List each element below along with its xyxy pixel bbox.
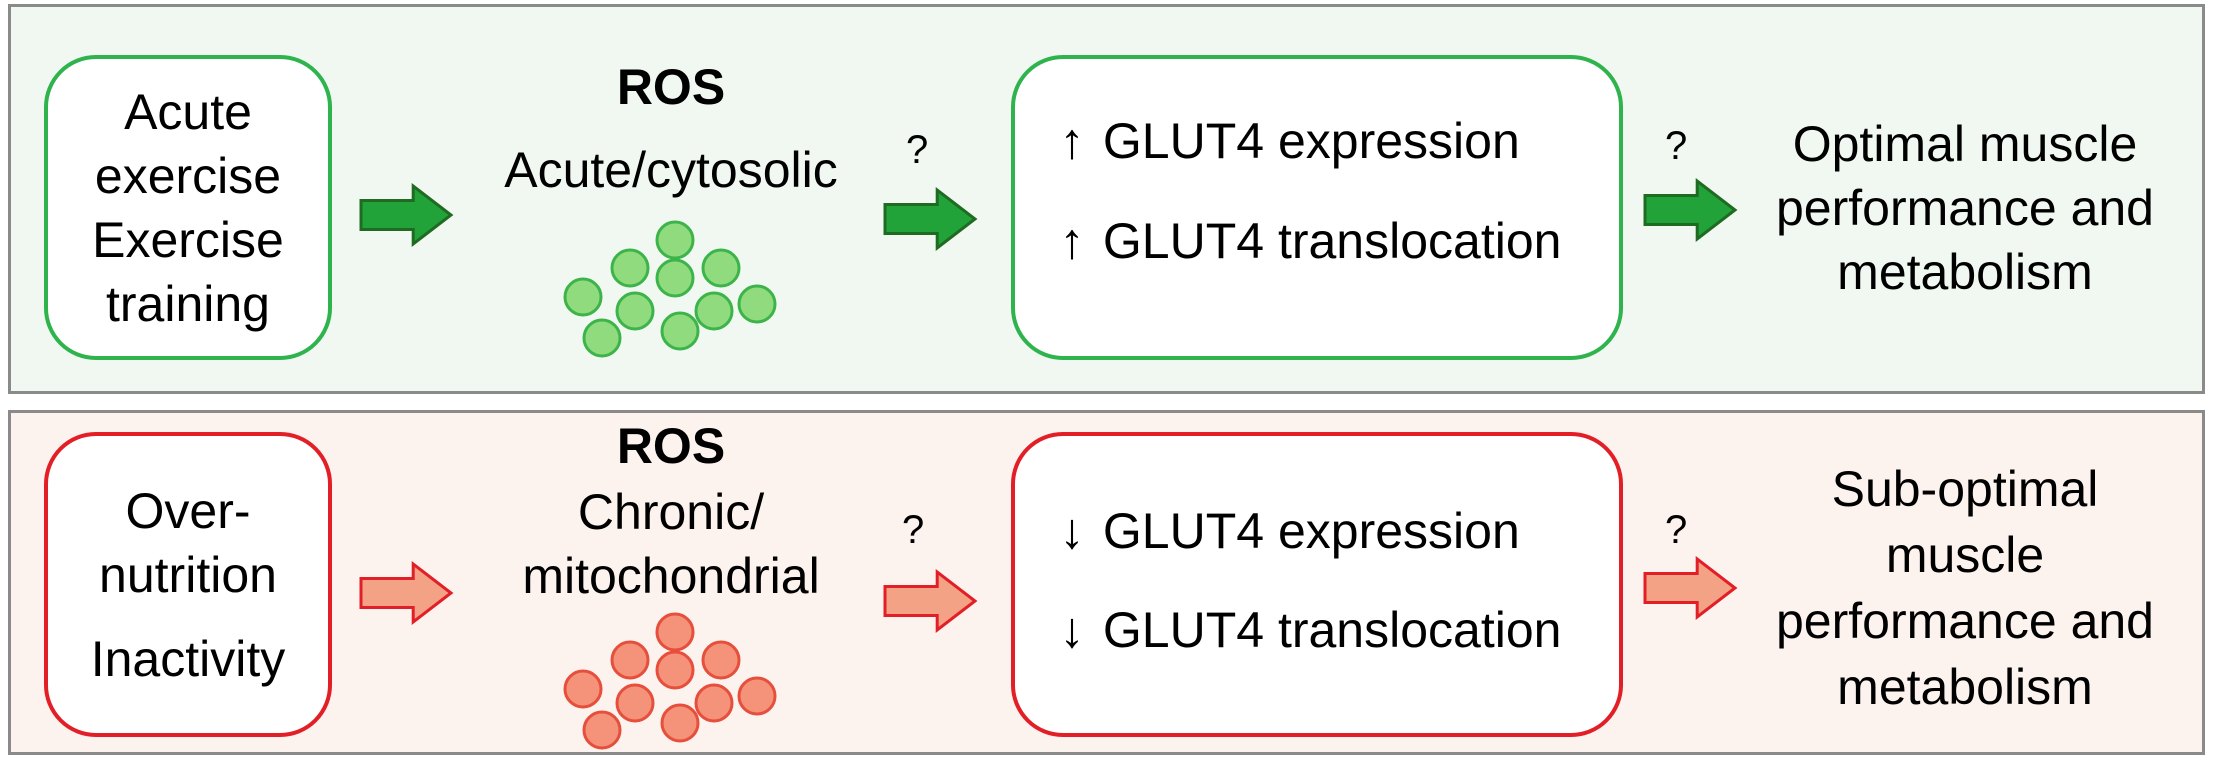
input-line: Acute: [124, 83, 252, 140]
glut4-expression-line: ↓ GLUT4 expression: [1055, 501, 1520, 561]
input-line: exercise: [94, 147, 282, 204]
outcome-line: metabolism: [1837, 244, 2093, 300]
down-arrow-icon: ↓: [1059, 602, 1085, 658]
ros-type-line: mitochondrial: [522, 548, 820, 604]
input-line: training: [106, 275, 270, 332]
outcome-line: muscle: [1885, 527, 2045, 583]
input-line: Over-: [125, 482, 251, 539]
outcome-line: metabolism: [1837, 659, 2093, 715]
ros-title: ROS: [616, 59, 726, 115]
glut4-label: GLUT4 expression: [1102, 113, 1520, 169]
glut4-up-box: ↑ GLUT4 expression ↑ GLUT4 translocation: [1011, 55, 1623, 360]
glut4-translocation-line: ↓ GLUT4 translocation: [1055, 600, 1562, 660]
glut4-label: GLUT4 translocation: [1102, 602, 1562, 658]
question-mark: ?: [902, 508, 925, 552]
input-line: Inactivity: [90, 630, 286, 687]
over-nutrition-box: Over- nutrition Inactivity: [44, 432, 332, 737]
question-mark: ?: [906, 128, 929, 172]
glut4-down-box: ↓ GLUT4 expression ↓ GLUT4 translocation: [1011, 432, 1623, 737]
outcome-line: performance and: [1775, 180, 2154, 236]
input-line: nutrition: [99, 546, 277, 603]
question-mark: ?: [1665, 508, 1688, 552]
outcome-line: performance and: [1775, 593, 2154, 649]
glut4-label: GLUT4 expression: [1102, 503, 1520, 559]
outcome-line: Sub-optimal: [1831, 461, 2099, 517]
up-arrow-icon: ↑: [1059, 113, 1085, 169]
outcome-line: Optimal muscle: [1792, 116, 2138, 172]
up-arrow-icon: ↑: [1059, 213, 1085, 269]
outcome-text: Optimal muscle performance and metabolis…: [1735, 112, 2195, 304]
ros-title: ROS: [616, 418, 726, 474]
question-mark: ?: [1665, 124, 1688, 168]
glut4-expression-line: ↑ GLUT4 expression: [1055, 111, 1520, 171]
outcome-text: Sub-optimal muscle performance and metab…: [1735, 456, 2195, 720]
ros-type: Acute/cytosolic: [504, 142, 838, 198]
ros-type: Chronic/ mitochondrial: [471, 480, 871, 608]
input-line: Exercise: [92, 211, 284, 268]
glut4-translocation-line: ↑ GLUT4 translocation: [1055, 211, 1562, 271]
down-arrow-icon: ↓: [1059, 503, 1085, 559]
glut4-label: GLUT4 translocation: [1102, 213, 1562, 269]
acute-exercise-box: Acute exercise Exercise training: [44, 55, 332, 360]
ros-type-line: Chronic/: [577, 484, 765, 540]
